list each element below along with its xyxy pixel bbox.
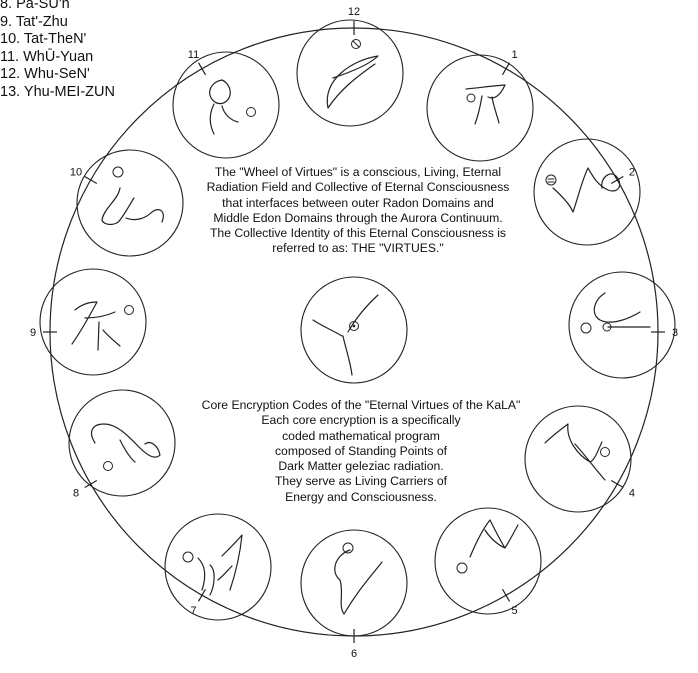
- wheel-tick: [84, 479, 98, 489]
- position-number: 12: [348, 6, 360, 18]
- sigil-4: [544, 423, 610, 481]
- codes-line: composed of Standing Points of: [274, 443, 448, 458]
- encryption-codes-description: Core Encryption Codes of the "Eternal Vi…: [176, 398, 546, 505]
- virtue-disc: [524, 405, 632, 513]
- position-number: 3: [672, 327, 678, 339]
- legend-item: 10. Tat-TheN': [0, 31, 87, 47]
- position-number: 7: [190, 605, 196, 617]
- wheel-tick: [197, 62, 207, 76]
- sigil-6: [334, 542, 383, 615]
- virtue-discs: [39, 19, 676, 637]
- description-line: Radiation Field and Collective of Eterna…: [206, 180, 510, 195]
- sigil-10: [101, 166, 164, 226]
- sigil-1: [465, 84, 506, 125]
- description-line: that interfaces between outer Radon Doma…: [222, 195, 494, 210]
- sigil-9: [71, 301, 134, 351]
- virtue-disc: [172, 51, 280, 159]
- legend-item: 8. Pa-SŪ'n: [0, 0, 70, 12]
- codes-line: Dark Matter geleziac radiation.: [278, 459, 444, 474]
- virtue-disc: [164, 513, 272, 621]
- position-number: 1: [511, 49, 517, 61]
- virtue-disc: [568, 271, 676, 379]
- sigil-5: [456, 519, 519, 574]
- virtue-disc: [300, 529, 408, 637]
- outer-wheel-circle: [49, 27, 659, 637]
- legend-item: 13. Yhu-MEI-ZUN: [0, 83, 115, 100]
- description-line: The "Wheel of Virtues" is a conscious, L…: [214, 165, 502, 179]
- virtues-legend: 8. Pa-SŪ'n 9. Tat'-Zhu 10. Tat-TheN' 11.…: [0, 0, 160, 101]
- legend-item: 11. WhŪ-Yuan: [0, 48, 94, 65]
- legend-item: 12. Whu-SeN': [0, 66, 90, 82]
- legend-item: 9. Tat'-Zhu: [0, 13, 68, 30]
- sigil-7: [182, 534, 243, 596]
- virtue-disc: [76, 149, 184, 257]
- virtue-disc: [533, 138, 641, 246]
- sigil-11: [209, 79, 256, 135]
- position-number: 2: [629, 167, 635, 179]
- sigil-2: [545, 167, 621, 213]
- sigil-12: [326, 39, 379, 109]
- virtue-disc: [39, 268, 147, 376]
- position-number: 10: [70, 167, 82, 179]
- virtue-disc: [426, 54, 534, 162]
- wheel-tick: [84, 175, 98, 185]
- wheel-tick: [197, 588, 207, 602]
- description-line: The Collective Identity of this Eternal …: [209, 226, 507, 241]
- description-line: referred to as: THE "VIRTUES.": [272, 241, 444, 256]
- sigil-13: [312, 294, 379, 376]
- position-number: 8: [73, 488, 79, 500]
- position-number: 6: [351, 648, 357, 660]
- wheel-tick: [501, 588, 511, 602]
- sigil-8: [91, 423, 161, 471]
- position-number: 9: [30, 327, 36, 339]
- wheel-description: The "Wheel of Virtues" is a conscious, L…: [168, 165, 548, 257]
- position-number: 4: [629, 488, 635, 500]
- codes-line: They serve as Living Carriers of: [274, 474, 448, 489]
- position-number: 5: [511, 605, 517, 617]
- codes-line: coded mathematical program: [282, 428, 440, 443]
- position-number: 11: [188, 49, 199, 61]
- sigil-3: [580, 292, 651, 334]
- codes-line: Each core encryption is a specifically: [261, 413, 461, 428]
- wheel-tick: [501, 62, 511, 76]
- virtue-disc: [434, 507, 542, 615]
- virtue-disc: [300, 276, 408, 384]
- wheel-tick: [610, 479, 624, 489]
- virtue-disc: [296, 19, 404, 127]
- description-line: Middle Edon Domains through the Aurora C…: [213, 210, 503, 225]
- codes-line: Core Encryption Codes of the "Eternal Vi…: [201, 398, 521, 412]
- codes-line: Energy and Consciousness.: [285, 489, 437, 504]
- wheel-tick: [610, 175, 624, 185]
- virtue-disc: [68, 389, 176, 497]
